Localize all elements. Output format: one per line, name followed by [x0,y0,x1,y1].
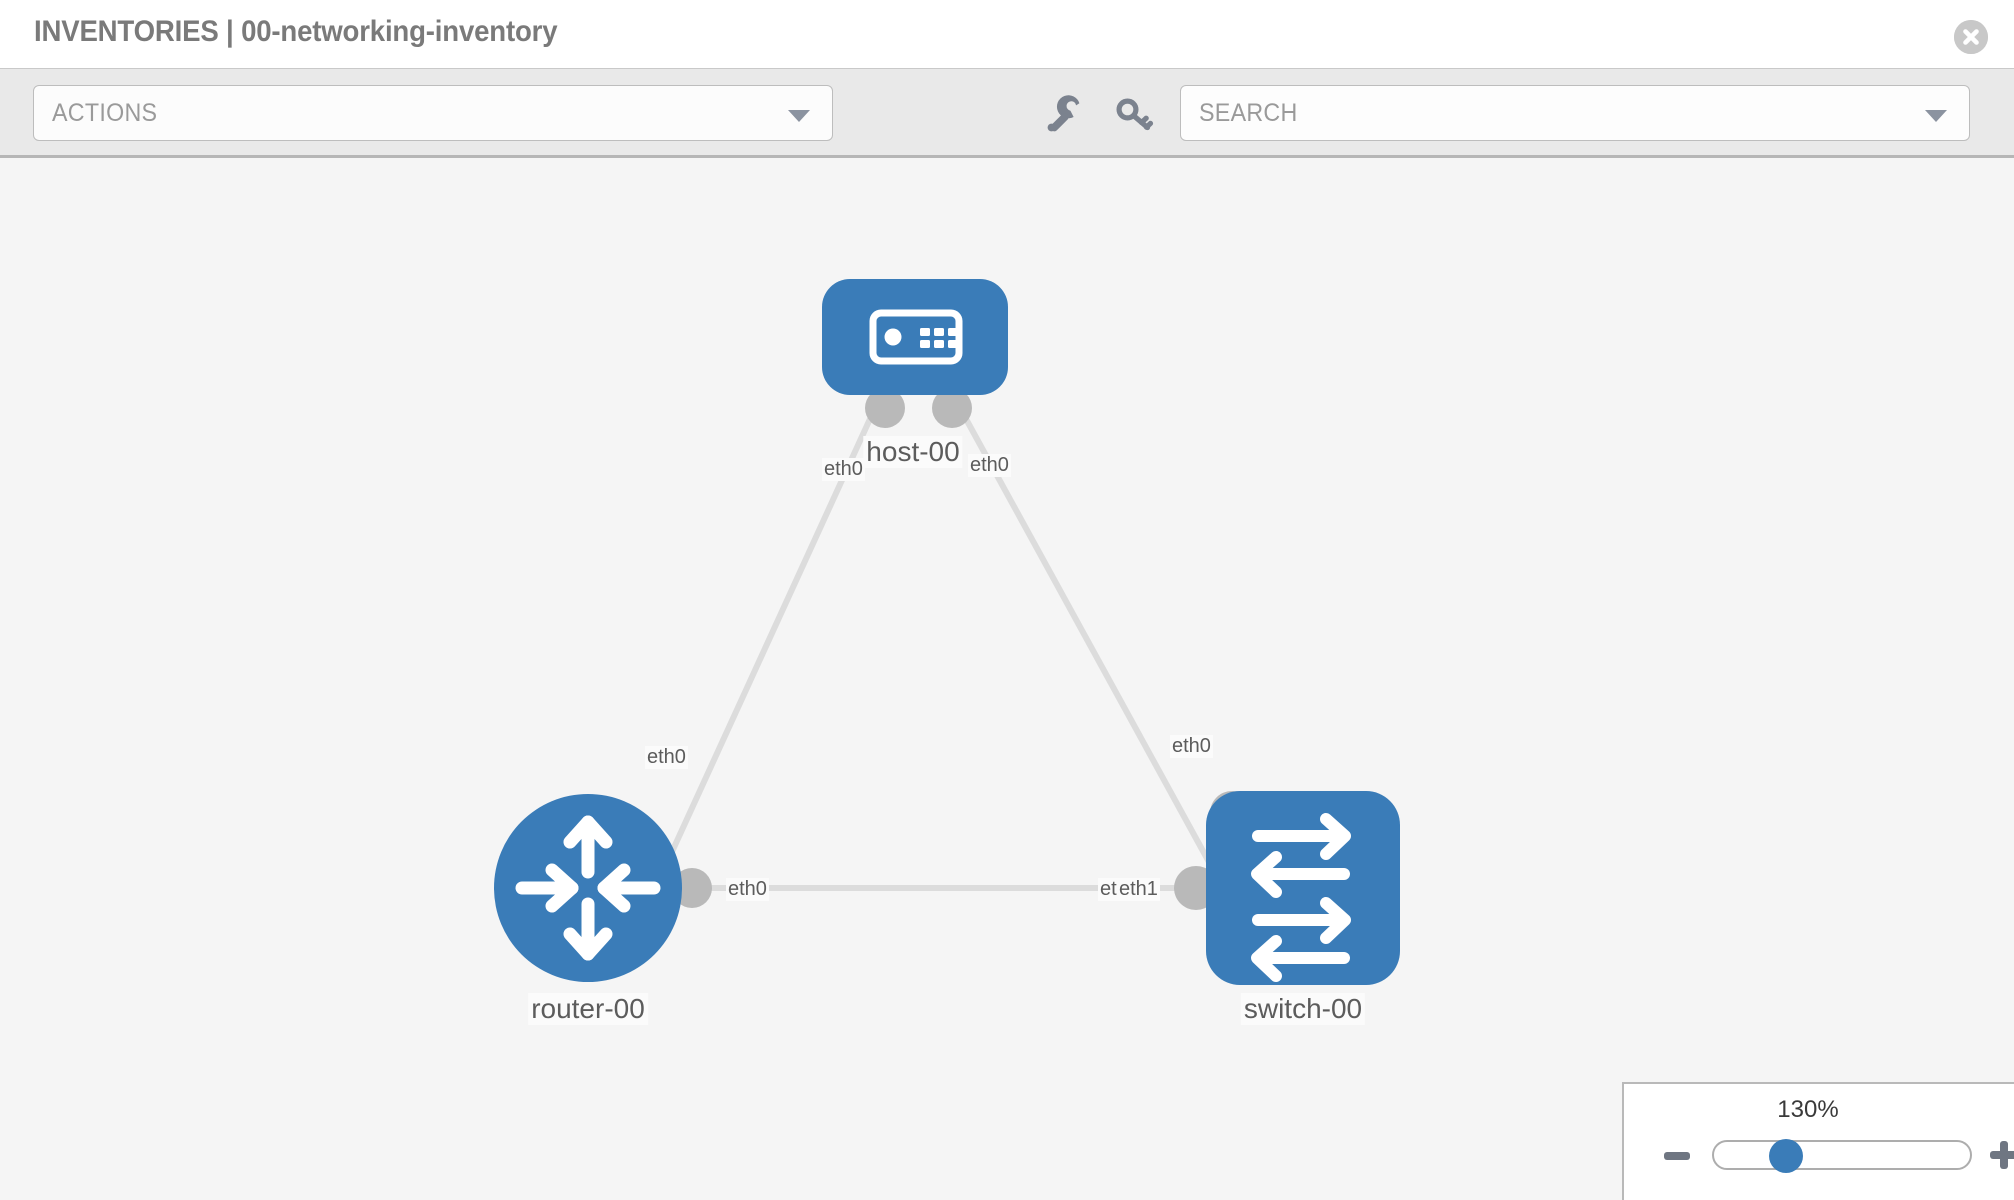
router-arrows-icon [515,815,661,961]
topology-edges [657,406,1218,891]
node-router-00 [494,794,682,982]
zoom-slider-handle[interactable] [1769,1139,1803,1173]
node-label-router-00[interactable]: router-00 [528,993,648,1025]
iface-label-router00-switch00: eth0 [726,878,769,901]
zoom-percent-label: 130% [1777,1096,1839,1123]
zoom-control-panel: 130% [1622,1082,2014,1200]
topology-canvas[interactable]: host-00 router-00 switch-00 eth0 eth0 et… [0,158,2014,1200]
iface-label-router00-host00: eth0 [645,746,688,769]
search-placeholder: SEARCH [1199,99,1298,127]
zoom-slider-track[interactable] [1712,1140,1972,1170]
connector-router00-east [672,868,712,908]
iface-label-host00-switch00: eth0 [968,454,1011,477]
actions-dropdown-label: ACTIONS [52,99,158,127]
iface-label-switch00-host00: eth0 [1170,735,1213,758]
topology-connectors [672,388,1254,910]
topology-toolbar: ACTIONS SEARC [0,68,2014,158]
connector-host00-right [932,388,972,428]
zoom-out-button[interactable] [1664,1152,1690,1160]
key-icon[interactable] [1110,91,1158,139]
node-host-00 [822,279,1008,395]
iface-label-host00-router00: eth0 [822,458,865,481]
edge-host00-switch00 [957,406,1218,875]
close-icon[interactable] [1954,20,1988,54]
search-input[interactable]: SEARCH [1180,85,1970,141]
edge-host00-router00 [657,406,878,880]
server-icon [869,309,963,365]
chevron-down-icon[interactable] [1925,110,1947,122]
chevron-down-icon [788,110,810,122]
iface-label-switch00-router00: eth1 [1117,878,1160,901]
window-titlebar: INVENTORIES | 00-networking-inventory [0,0,2014,68]
node-switch-00 [1206,791,1400,985]
node-label-switch-00[interactable]: switch-00 [1240,993,1366,1025]
page-title: INVENTORIES | 00-networking-inventory [34,15,558,48]
switch-arrows-icon [1251,813,1351,982]
connector-host00-left [865,388,905,428]
zoom-in-button[interactable] [1990,1141,2014,1169]
node-label-host-00[interactable]: host-00 [863,436,963,468]
actions-dropdown[interactable]: ACTIONS [33,85,833,141]
wrench-icon[interactable] [1040,91,1088,139]
